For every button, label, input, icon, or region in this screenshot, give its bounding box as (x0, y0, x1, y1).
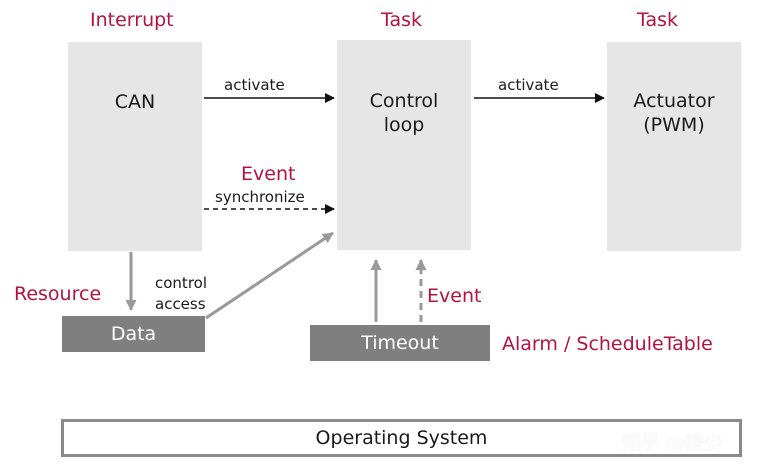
control-loop-label-line1: Control (369, 90, 439, 112)
can-label: CAN (114, 91, 156, 113)
activate-label-1: activate (224, 76, 285, 94)
data-box: Data (62, 316, 205, 352)
activate-label-2: activate (498, 76, 559, 94)
can-box: CAN (68, 42, 202, 251)
alarm-scheduletable-label: Alarm / ScheduleTable (502, 333, 713, 355)
operating-system-label: Operating System (315, 427, 488, 449)
control-access-label-line2: access (155, 295, 206, 313)
data-label: Data (110, 323, 157, 345)
interrupt-label: Interrupt (90, 9, 174, 31)
control-loop-box: Control loop (337, 40, 471, 250)
data-to-control-arrow (205, 231, 334, 320)
task-label-control: Task (381, 9, 423, 31)
resource-label: Resource (14, 283, 102, 305)
event-label-timeout: Event (427, 285, 482, 307)
timeout-box: Timeout (310, 325, 490, 361)
task-label-actuator: Task (637, 9, 679, 31)
actuator-label-line1: Actuator (633, 90, 715, 112)
control-access-label-line1: control (155, 274, 207, 292)
control-loop-label-line2: loop (383, 114, 425, 136)
actuator-label-line2: (PWM) (643, 114, 705, 136)
event-label-sync: Event (241, 163, 296, 185)
operating-system-bar: Operating System (61, 419, 742, 457)
timeout-label: Timeout (361, 332, 439, 354)
actuator-box: Actuator (PWM) (607, 42, 741, 251)
synchronize-label: synchronize (215, 188, 305, 206)
watermark: 知乎 @陵少 (622, 432, 724, 454)
